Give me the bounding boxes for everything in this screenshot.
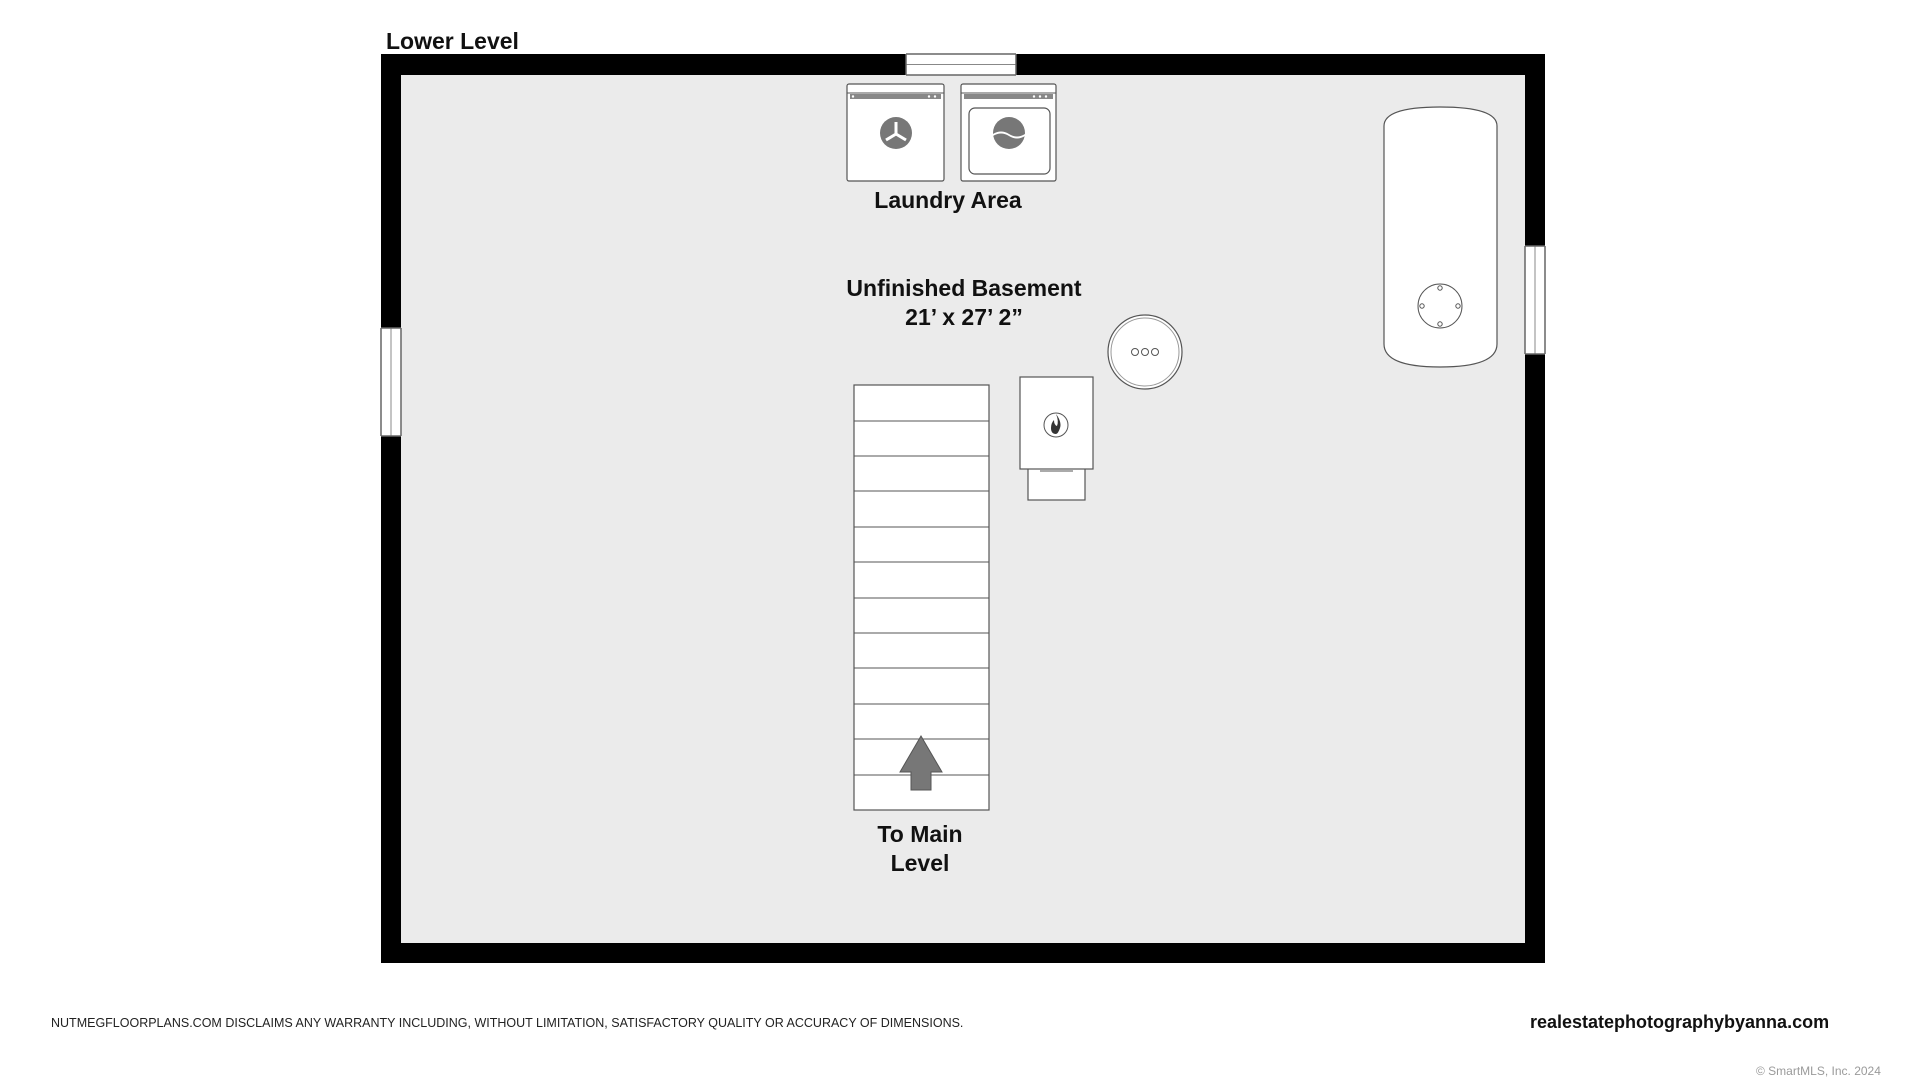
room-dimensions-label: 21’ x 27’ 2” [905, 304, 1023, 330]
window-top [905, 53, 1017, 76]
window-right [1524, 245, 1546, 355]
washer-icon [846, 83, 945, 182]
oil-tank-icon [1383, 106, 1498, 368]
dryer-icon [960, 83, 1057, 182]
level-title: Lower Level [386, 28, 519, 54]
disclaimer-text: NUTMEGFLOORPLANS.COM DISCLAIMS ANY WARRA… [51, 1016, 964, 1030]
laundry-area-label: Laundry Area [874, 187, 1022, 213]
website-text: realestatephotographybyanna.com [1530, 1012, 1830, 1032]
stairs-label-line2: Level [891, 850, 950, 876]
room-name-label: Unfinished Basement [846, 275, 1081, 301]
furnace-flame-icon [1019, 376, 1094, 501]
water-heater-icon [1107, 314, 1183, 390]
stairs-label-line1: To Main [877, 821, 962, 847]
up-arrow-icon [899, 735, 943, 791]
copyright-text: © SmartMLS, Inc. 2024 [1756, 1064, 1881, 1078]
window-left [380, 327, 402, 437]
